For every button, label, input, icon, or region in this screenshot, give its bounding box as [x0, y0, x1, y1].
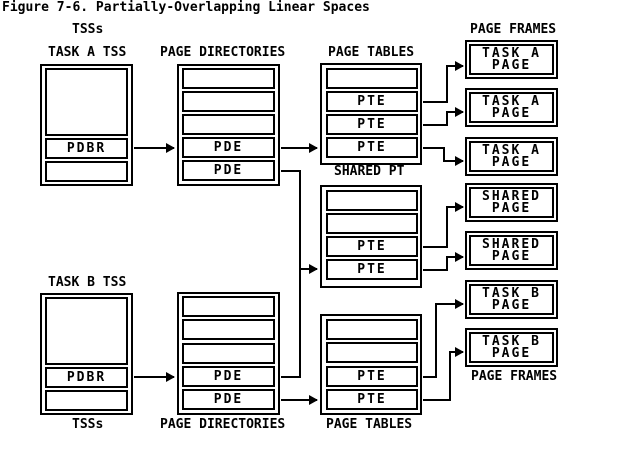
arrow-pt1-pte1-to-frame1	[423, 61, 464, 103]
task-a-tss-empty-area	[45, 68, 128, 136]
page-directory-b-row	[182, 343, 275, 364]
page-tables-label-top: PAGE TABLES	[328, 45, 415, 60]
page-frame-line2: PAGE	[491, 105, 532, 121]
shared-page-frame: SHARED PAGE	[469, 235, 554, 266]
page-table-1-pte-cell: PTE	[326, 114, 418, 135]
page-table-1-pte-cell: PTE	[326, 137, 418, 158]
page-directory-a-row	[182, 114, 275, 135]
task-b-page-frame: TASK B PAGE	[469, 284, 554, 315]
page-frames-label-top: PAGE FRAMES	[470, 22, 557, 37]
task-a-pdbr-cell: PDBR	[45, 138, 128, 159]
shared-page-table-pte-cell: PTE	[326, 259, 418, 280]
page-table-3-pte-cell: PTE	[326, 366, 418, 387]
page-directory-a-row	[182, 91, 275, 112]
page-frame-line2: PAGE	[491, 297, 532, 313]
task-b-tss-bottom-cell	[45, 390, 128, 411]
page-frame-line1: TASK A	[482, 45, 541, 61]
tss-column-label-bottom: TSSs	[72, 417, 104, 432]
tss-column-label-top: TSSs	[72, 22, 104, 37]
page-table-3-row	[326, 342, 418, 363]
page-frame-line1: SHARED	[482, 236, 541, 252]
page-table-3-row	[326, 319, 418, 340]
page-directory-a-pde-cell: PDE	[182, 137, 275, 158]
page-table-1-row	[326, 68, 418, 89]
page-directories-label-top: PAGE DIRECTORIES	[160, 45, 286, 60]
page-directory-b-row	[182, 319, 275, 340]
figure-title: Figure 7-6. Partially-Overlapping Linear…	[2, 0, 370, 15]
page-directory-b-row	[182, 296, 275, 317]
arrow-pt1-pte3-to-frame3	[423, 147, 464, 166]
page-frame-line2: PAGE	[491, 345, 532, 361]
page-table-3-pte-cell: PTE	[326, 389, 418, 410]
shared-page-table-pte-cell: PTE	[326, 236, 418, 257]
page-directory-b-pde-cell: PDE	[182, 389, 275, 410]
shared-pt-label: SHARED PT	[334, 164, 405, 179]
page-frame-line1: TASK B	[482, 333, 541, 349]
shared-page-table-row	[326, 213, 418, 234]
page-directory-a-pde-cell: PDE	[182, 160, 275, 181]
arrow-pt3-pte1-to-frame6	[423, 299, 464, 378]
shared-page-table-row	[326, 190, 418, 211]
task-a-tss-bottom-cell	[45, 161, 128, 182]
page-frame-line1: TASK A	[482, 142, 541, 158]
task-a-tss-label: TASK A TSS	[48, 45, 127, 60]
page-frame-line1: TASK A	[482, 93, 541, 109]
task-b-tss-label: TASK B TSS	[48, 275, 127, 290]
page-tables-label-bottom: PAGE TABLES	[326, 417, 413, 432]
task-a-page-frame: TASK A PAGE	[469, 141, 554, 172]
arrow-sharedpt-pte2-to-frame5	[423, 252, 464, 271]
page-frame-line2: PAGE	[491, 200, 532, 216]
page-frame-line1: SHARED	[482, 188, 541, 204]
page-frame-line2: PAGE	[491, 57, 532, 73]
task-b-pdbr-cell: PDBR	[45, 367, 128, 388]
page-frame-line2: PAGE	[491, 154, 532, 170]
page-frame-line2: PAGE	[491, 248, 532, 264]
task-a-page-frame: TASK A PAGE	[469, 92, 554, 123]
line-shared-pt-connector	[281, 170, 301, 378]
page-directory-a-row	[182, 68, 275, 89]
page-table-1-pte-cell: PTE	[326, 91, 418, 112]
arrow-sharedpt-pte1-to-frame4	[423, 202, 464, 248]
task-a-page-frame: TASK A PAGE	[469, 44, 554, 75]
arrow-pt1-pte2-to-frame2	[423, 107, 464, 126]
task-b-tss-empty-area	[45, 297, 128, 365]
page-frames-label-bottom: PAGE FRAMES	[471, 369, 558, 384]
page-directory-b-pde-cell: PDE	[182, 366, 275, 387]
task-b-page-frame: TASK B PAGE	[469, 332, 554, 363]
page-frame-line1: TASK B	[482, 285, 541, 301]
shared-page-frame: SHARED PAGE	[469, 187, 554, 218]
arrow-pt3-pte2-to-frame7	[423, 347, 464, 401]
page-directories-label-bottom: PAGE DIRECTORIES	[160, 417, 286, 432]
